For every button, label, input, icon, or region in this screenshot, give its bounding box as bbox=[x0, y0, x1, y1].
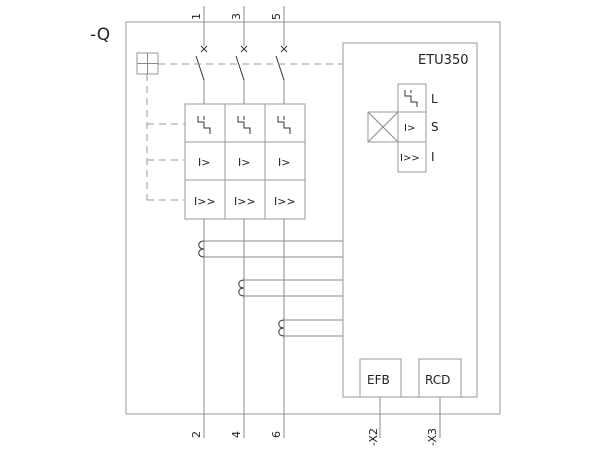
short-circuit-label-pole1: I>> bbox=[194, 195, 216, 208]
breaker-enclosure bbox=[125, 21, 501, 415]
terminal-label-5: 5 bbox=[270, 13, 283, 20]
current-transformer-pole2 bbox=[238, 279, 343, 297]
short-circuit-label-pole2: I>> bbox=[234, 195, 256, 208]
terminal-label-3: 3 bbox=[230, 13, 243, 20]
mechanical-linkage-dashes bbox=[146, 63, 343, 201]
mechanical-operator-box bbox=[136, 52, 159, 75]
overload-label-pole2: I> bbox=[238, 156, 250, 169]
short-circuit-label-pole3: I>> bbox=[274, 195, 296, 208]
etu-protection-i: I bbox=[431, 150, 435, 164]
etu-protection-s: S bbox=[431, 120, 439, 134]
terminal-label-x2: -X2 bbox=[367, 428, 380, 446]
main-contacts bbox=[195, 55, 285, 81]
current-transformer-pole1 bbox=[198, 240, 343, 258]
etu-protection-s-symbol: I> bbox=[404, 123, 415, 134]
overload-label-pole3: I> bbox=[278, 156, 290, 169]
release-block bbox=[184, 103, 306, 220]
rcd-module-label: RCD bbox=[425, 373, 450, 387]
efb-module-label: EFB bbox=[367, 373, 390, 387]
device-designation: -Q bbox=[90, 25, 110, 45]
etu-trip-unit-label: ETU350 bbox=[418, 53, 468, 68]
etu-protection-grid bbox=[367, 83, 427, 173]
current-transformer-pole3 bbox=[278, 319, 343, 337]
terminal-label-6: 6 bbox=[270, 431, 283, 438]
etu-long-time-icon bbox=[404, 90, 418, 107]
contact-x-marks bbox=[200, 45, 288, 53]
terminal-label-4: 4 bbox=[230, 431, 243, 438]
terminal-label-2: 2 bbox=[190, 431, 203, 438]
terminal-label-1: 1 bbox=[190, 13, 203, 20]
overload-label-pole1: I> bbox=[198, 156, 210, 169]
pole-wires-bottom bbox=[203, 80, 285, 438]
etu-trip-unit-box bbox=[342, 42, 478, 398]
terminal-label-x3: -X3 bbox=[426, 428, 439, 446]
etu-protection-i-symbol: I>> bbox=[400, 153, 420, 164]
pole-wires-top bbox=[203, 6, 285, 46]
etu-protection-l: L bbox=[431, 92, 438, 106]
thermal-release-icons bbox=[197, 116, 291, 134]
